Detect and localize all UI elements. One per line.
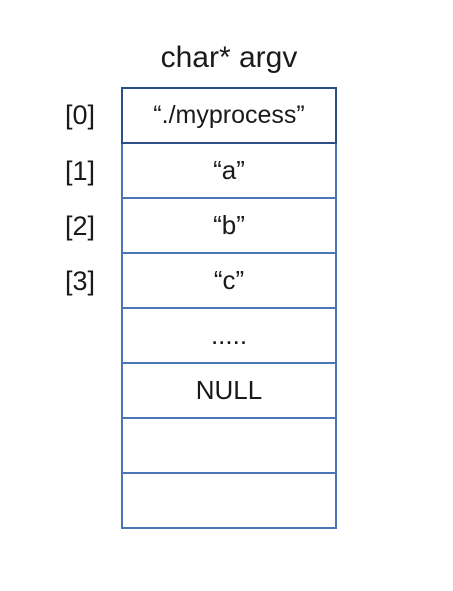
- argv-array: “./myprocess” “a” “b” “c” ..... NULL: [121, 87, 337, 529]
- array-cell-6: [121, 419, 337, 474]
- array-cell-3: “c”: [121, 254, 337, 309]
- argv-title: char* argv: [160, 41, 298, 74]
- array-cell-5-value: NULL: [195, 375, 263, 405]
- index-label-1: [1]: [64, 156, 96, 186]
- array-cell-0: “./myprocess”: [121, 87, 337, 144]
- index-label-3: [3]: [64, 266, 96, 296]
- array-cell-4-value: .....: [210, 320, 248, 350]
- index-label-0: [0]: [64, 100, 96, 130]
- array-index-labels: [0] [1] [2] [3]: [52, 87, 108, 309]
- array-cell-1-value: “a”: [213, 155, 245, 185]
- array-cell-7: [121, 474, 337, 529]
- array-cell-0-value: “./myprocess”: [153, 101, 305, 129]
- index-label-2: [2]: [64, 211, 96, 241]
- array-cell-3-value: “c”: [213, 265, 245, 295]
- array-cell-5: NULL: [121, 364, 337, 419]
- array-cell-2: “b”: [121, 199, 337, 254]
- array-cell-4: .....: [121, 309, 337, 364]
- array-cell-2-value: “b”: [213, 210, 245, 240]
- array-cell-1: “a”: [121, 144, 337, 199]
